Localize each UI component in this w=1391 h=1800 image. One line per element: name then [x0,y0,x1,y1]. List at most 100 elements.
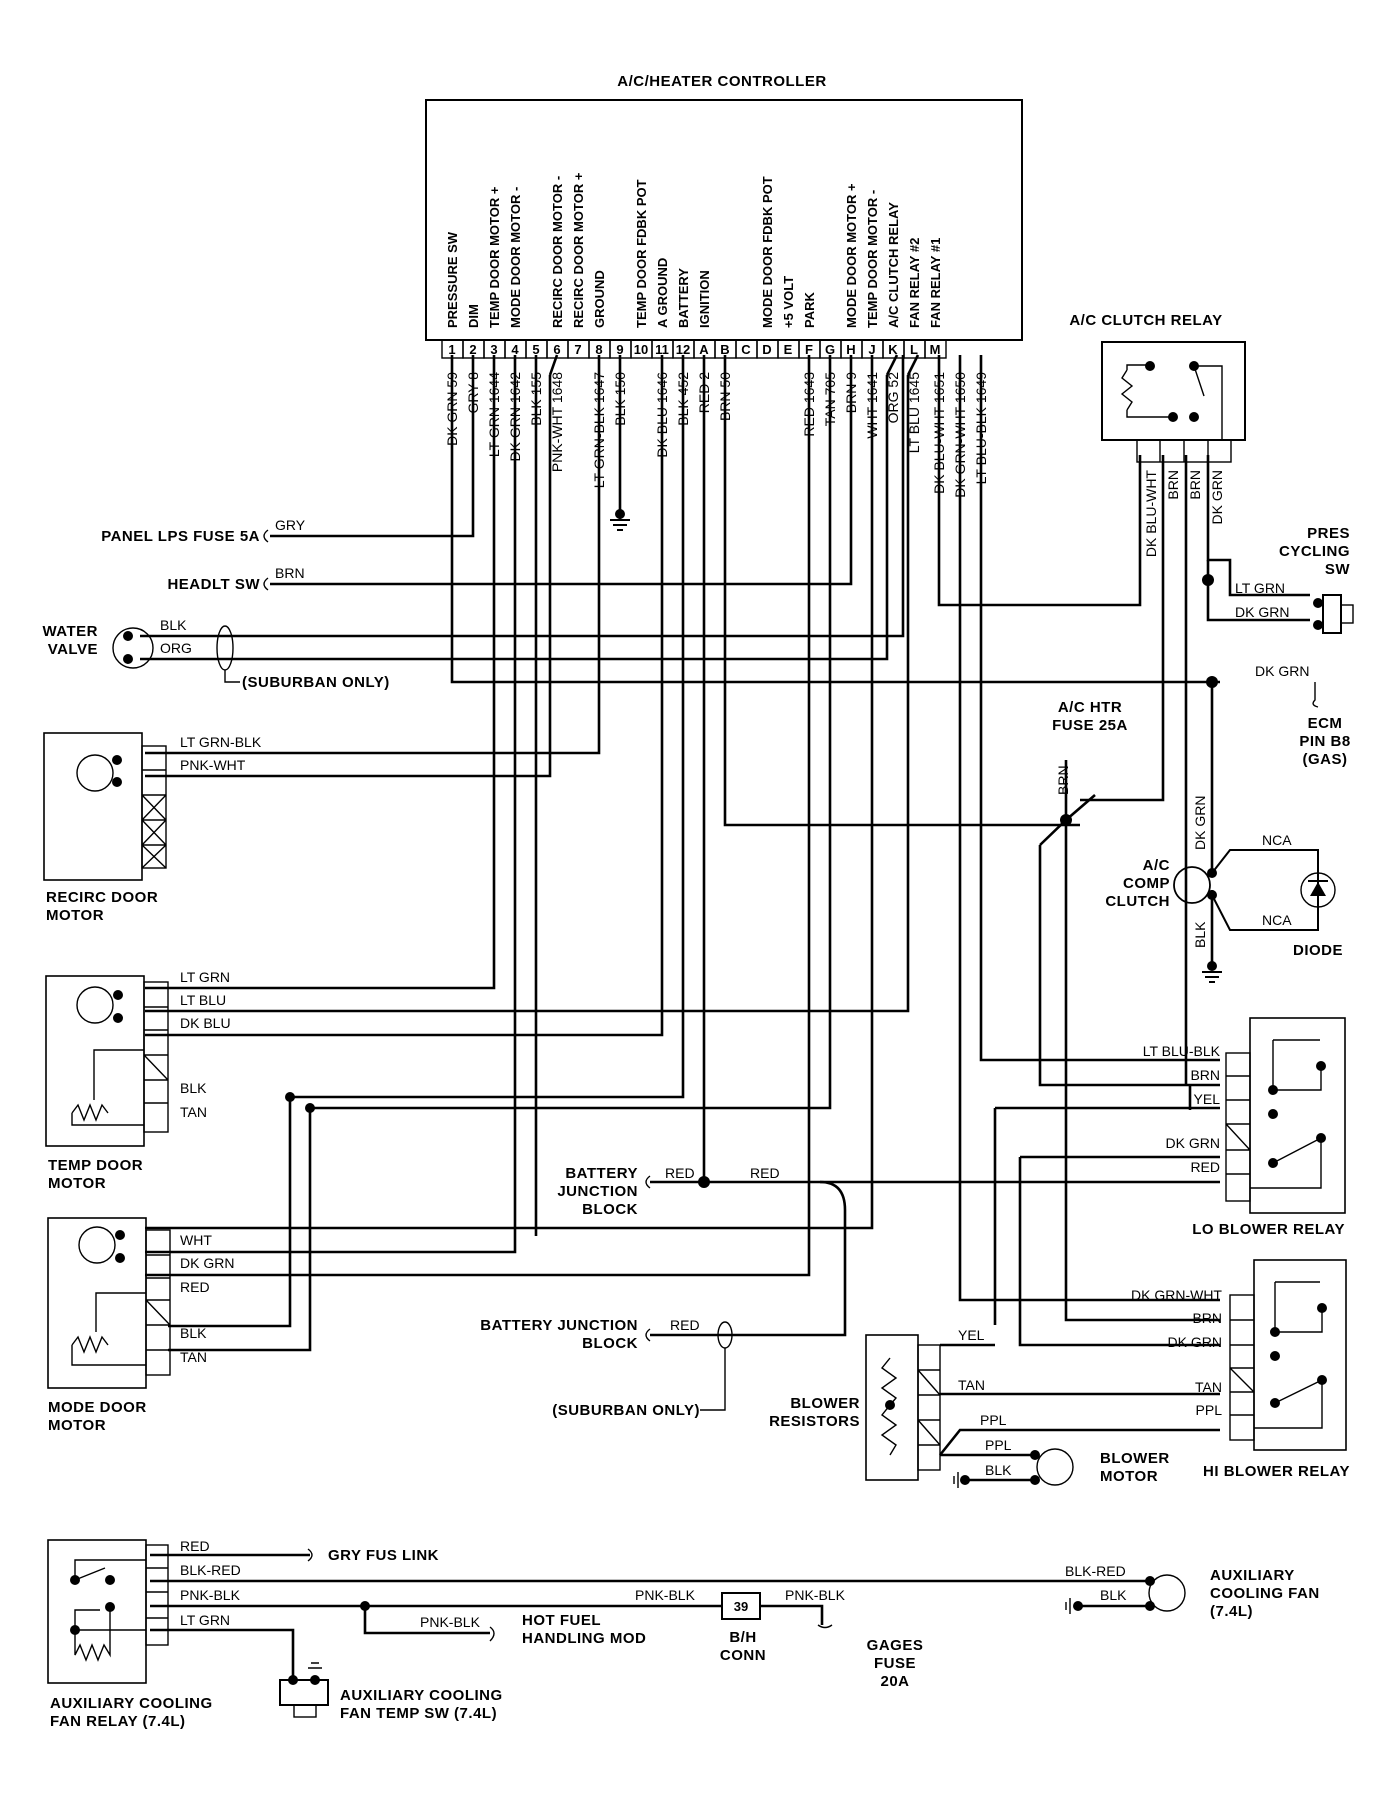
battery-jb2-label: BATTERY JUNCTION [480,1317,638,1334]
mode-wire-label: BLK [180,1325,207,1341]
bh-wire-label: PNK-BLK [785,1587,846,1603]
lo-blower-wire-label: BRN [1190,1067,1220,1083]
temp-wire-label: LT GRN [180,969,230,985]
gages-fuse-label: GAGES [867,1637,924,1654]
bh-conn-label: B/H [729,1629,756,1646]
recirc-motor-label: MOTOR [46,907,104,924]
controller-function-label: MODE DOOR MOTOR - [508,187,523,328]
blower-resistors-label: RESISTORS [769,1413,860,1430]
gry-fus-link-connector [307,1548,313,1562]
ac-htr-fuse-wire-label: BRN [1055,765,1071,795]
ecm-connector-icon [1312,682,1319,708]
headlt-wire-label: BRN [275,565,305,581]
controller-function-label: TEMP DOOR FDBK POT [634,179,649,328]
water-valve-label: WATER [42,623,98,640]
ecm-wire-label: DK GRN [1255,663,1309,679]
hi-blower-label: HI BLOWER RELAY [1203,1463,1350,1480]
pin-label: 12 [676,342,690,357]
hot-fuel-label: HOT FUEL [522,1612,601,1629]
bh-connector [721,1592,761,1620]
pin-label: 3 [490,342,497,357]
aux-cooling-fan [1065,1574,1186,1614]
gry-fus-link-label: GRY FUS LINK [328,1547,439,1564]
mode-motor-label: MODE DOOR [48,1399,147,1416]
pin-label: 2 [469,342,476,357]
clutch-relay-wire-label: DK BLU-WHT [1143,470,1159,558]
temp-door-motor [45,975,169,1147]
battery-jb1-label: JUNCTION [557,1183,638,1200]
lo-blower-label: LO BLOWER RELAY [1192,1221,1345,1238]
pres-cycling-switch [1313,594,1354,634]
wire-mode-blk [168,1097,292,1328]
panel-lps-wire-label: GRY [275,517,306,533]
pin-cell [924,339,947,359]
aux-relay-wire-label: PNK-BLK [180,1587,241,1603]
resistor-wire-label: TAN [958,1377,985,1393]
battery-jb1-wire-label: RED [750,1165,780,1181]
controller-title: A/C/HEATER CONTROLLER [617,73,826,90]
mode-door-motor [47,1217,171,1389]
suburban-leader [700,1348,726,1411]
ac-clutch-relay-label: A/C CLUTCH RELAY [1069,312,1222,329]
battery-jb1-label: BATTERY [565,1165,638,1182]
bh-conn-label: CONN [720,1647,766,1664]
controller-function-label: RECIRC DOOR MOTOR + [571,172,586,328]
mode-wire-label: RED [180,1279,210,1295]
pin-label: 11 [655,342,669,357]
suburban-only-label: (SUBURBAN ONLY) [242,674,390,691]
battery-jb1-connector [645,1175,651,1189]
hot-fuel-wire-label: PNK-BLK [420,1614,481,1630]
controller-function-label: FAN RELAY #2 [907,238,922,328]
nca-label: NCA [1262,832,1292,848]
controller-function-label: A GROUND [655,258,670,328]
pin-label: 8 [595,342,602,357]
aux-cooling-fan-relay [47,1539,169,1684]
recirc-door-motor [43,732,167,881]
aux-fan-label: AUXILIARY [1210,1567,1295,1584]
controller-function-label: +5 VOLT [781,276,796,328]
pin-label: B [720,342,729,357]
pin-label: G [825,342,835,357]
pres-cycling-sw-label: SW [1325,561,1351,578]
aux-fan-label: COOLING FAN [1210,1585,1320,1602]
water-valve [112,625,240,683]
clutch-relay-wire-label: BRN [1187,470,1203,500]
pin-label: 7 [574,342,581,357]
hot-fuel-connector [489,1626,495,1642]
mode-motor-label: MOTOR [48,1417,106,1434]
comp-clutch-wire-label: BLK [1192,921,1208,948]
controller-function-label: PARK [802,292,817,328]
hi-blower-wire-label: TAN [1195,1379,1222,1395]
wire-network [140,354,1310,1680]
ac-comp-clutch-label: CLUTCH [1105,893,1170,910]
pres-cycling-sw-label: PRES [1307,525,1350,542]
resistor-wire-label: PPL [985,1437,1012,1453]
aux-temp-sw-label: AUXILIARY COOLING [340,1687,503,1704]
suburban-only-label-2: (SUBURBAN ONLY) [552,1402,700,1419]
pin-label: M [930,342,941,357]
aux-temp-sw-label: FAN TEMP SW (7.4L) [340,1705,497,1722]
pin-label: E [784,342,793,357]
mode-wire-label: WHT [180,1232,212,1248]
controller-wire-label: LT BLU 1645 [906,372,922,453]
pin-label: L [910,342,918,357]
blower-motor-label: BLOWER [1100,1450,1170,1467]
mode-wire-label: TAN [180,1349,207,1365]
comp-clutch-wire-label: DK GRN [1192,796,1208,850]
temp-wire-label: DK BLU [180,1015,231,1031]
ground-icon [610,509,1222,983]
aux-fan-wire-label: BLK [1100,1587,1127,1603]
clutch-relay-wire-label: DK GRN [1209,470,1225,524]
recirc-motor-label: RECIRC DOOR [46,889,158,906]
controller-wire-label: ORG 52 [885,372,901,424]
recirc-wire-label: PNK-WHT [180,757,246,773]
pin-label: H [846,342,855,357]
pin-label: 10 [634,342,648,357]
aux-relay-label: AUXILIARY COOLING [50,1695,213,1712]
pin-label: F [805,342,813,357]
headlt-label: HEADLT SW [167,576,260,593]
water-valve-label: VALVE [48,641,98,658]
controller-function-label: TEMP DOOR MOTOR + [487,186,502,328]
